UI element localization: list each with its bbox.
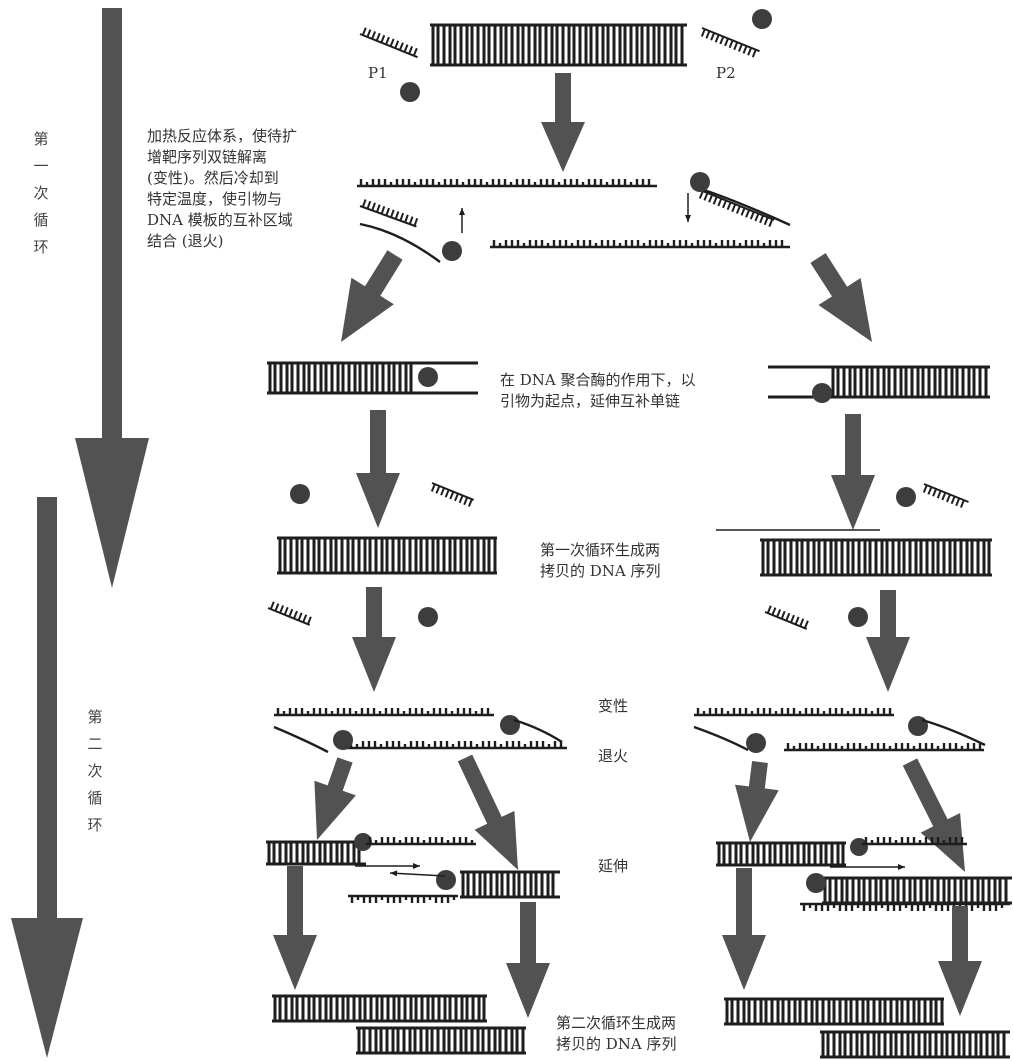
- cycle2-primer-right-2: [921, 718, 986, 747]
- arrow-cyc2-d: [902, 758, 965, 872]
- primer-free-4: [764, 605, 809, 630]
- small-down-arrow-head: [685, 215, 691, 222]
- step-denature-label: 变性: [598, 697, 629, 715]
- cycle2-strand-left-bottom: [347, 741, 567, 750]
- primer-left-ticks: [359, 199, 419, 228]
- primer-ball: [848, 607, 868, 627]
- primer-p2-label: P2: [716, 64, 736, 82]
- primer-ball: [354, 833, 372, 851]
- primer-right-ticks: [698, 189, 775, 227]
- primer-ball: [908, 716, 928, 736]
- primer-ball: [850, 838, 868, 856]
- cycle2-extend-1-tail: [366, 837, 476, 846]
- primer-ball-p2: [752, 9, 772, 29]
- primer-ball: [806, 873, 826, 893]
- primer-ball: [418, 607, 438, 627]
- template-duplex: [430, 23, 687, 67]
- extend-arrow-3-head: [898, 864, 905, 870]
- arrow-to-right-extension: [810, 253, 872, 342]
- primer-ball: [290, 484, 310, 504]
- primer-ball: [896, 487, 916, 507]
- extend-arrow-2: [389, 872, 446, 877]
- second-cycle-label: 第 二 次 循 环: [87, 708, 103, 834]
- primer-ball-p1: [400, 82, 420, 102]
- cycle2-strand-right-top: [694, 708, 894, 717]
- first-product-left: [277, 536, 497, 575]
- primer-ball-extend-left: [418, 367, 438, 387]
- arrow-to-left-extension: [341, 250, 403, 342]
- second-product-3: [724, 997, 944, 1026]
- cycle2-extend-1: [266, 840, 366, 866]
- extend-arrow-2-head: [390, 870, 398, 877]
- annealing-primer-left: [359, 222, 441, 263]
- arrow-cyc2-a: [314, 757, 356, 840]
- cycle2-extend-2: [460, 870, 560, 899]
- first-cycle-arrow: [75, 8, 149, 588]
- step-anneal-label: 退火: [598, 747, 629, 765]
- cycle2-primer-left-2: [513, 718, 563, 744]
- primer-ball: [500, 715, 520, 735]
- primer-ball-right: [690, 172, 710, 192]
- arrow-cyc2-c: [735, 761, 779, 842]
- arrow-cyc2-down-4: [938, 906, 982, 1016]
- arrow-cyc2-down-1: [273, 866, 317, 990]
- first-cycle-label: 第 一 次 循 环: [33, 130, 49, 256]
- cycle2-extend-3: [716, 841, 846, 867]
- primer-p1-label: P1: [368, 64, 388, 82]
- primer-ball-extend-right: [812, 383, 832, 403]
- first-cycle-result: 第一次循环生成两 拷贝的 DNA 序列: [540, 541, 661, 580]
- arrow-down-right-2: [866, 590, 910, 692]
- primer-ball: [333, 730, 353, 750]
- second-cycle-arrow: [11, 497, 83, 1058]
- cycle2-primer-left: [273, 725, 329, 754]
- arrow-down-right-1: [831, 414, 875, 530]
- cycle2-extend-3-tail: [862, 837, 967, 846]
- left-template-tail: [417, 361, 478, 395]
- cycle2-extend-4: [822, 876, 1012, 905]
- primer-ball: [746, 733, 766, 753]
- second-product-2: [356, 1026, 526, 1055]
- primer-ball: [436, 870, 456, 890]
- second-cycle-result: 第二次循环生成两 拷贝的 DNA 序列: [556, 1014, 677, 1053]
- cycle2-extend-2-tail: [348, 894, 458, 903]
- denature-anneal-description: 加热反应体系，使待扩 增靶序列双链解离 (变性)。然后冷却到 特定温度，使引物与…: [147, 127, 298, 250]
- arrow-cyc2-down-3: [722, 868, 766, 990]
- extension-description: 在 DNA 聚合酶的作用下，以 引物为起点，延伸互补单链: [500, 371, 696, 410]
- arrow-down-left-1: [356, 410, 400, 528]
- extending-duplex-left: [267, 361, 417, 395]
- arrow-cyc2-down-2: [506, 902, 550, 1018]
- arrow-down-left-2: [352, 587, 396, 692]
- cycle2-primer-right: [693, 725, 749, 752]
- primer-p2: [700, 27, 760, 58]
- cycle2-extend-4-tail: [800, 902, 1010, 911]
- primer-free-1: [430, 482, 475, 507]
- extend-arrow-1-head: [413, 863, 420, 869]
- step-extend-label: 延伸: [598, 857, 629, 875]
- primer-free-3: [267, 601, 312, 626]
- separated-strand-top: [357, 179, 657, 188]
- primer-free-2: [922, 483, 969, 508]
- separated-strand-bottom: [490, 240, 790, 249]
- extending-duplex-right: [830, 365, 990, 399]
- second-product-1: [272, 994, 487, 1023]
- primer-ball-left: [442, 241, 462, 261]
- cycle2-strand-left-top: [274, 708, 494, 717]
- second-product-4: [820, 1030, 1010, 1059]
- annealing-primer-right: [697, 186, 791, 227]
- cycle2-strand-right-bottom: [784, 743, 984, 752]
- small-up-arrow-head: [459, 208, 465, 215]
- arrow-cyc2-b: [457, 754, 518, 870]
- first-product-right: [760, 538, 992, 577]
- down-arrow-denature: [541, 73, 585, 172]
- primer-p1: [359, 27, 418, 59]
